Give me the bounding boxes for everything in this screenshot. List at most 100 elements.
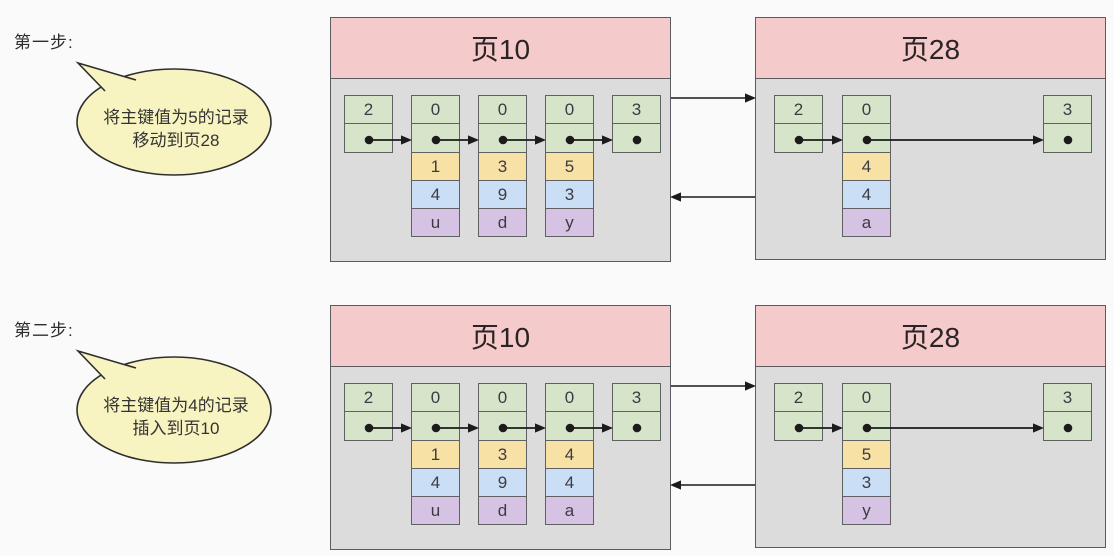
record-column-infimum: 2 bbox=[344, 95, 393, 153]
record-key-cell: 5 bbox=[545, 152, 594, 181]
record-pointer-cell bbox=[545, 411, 594, 441]
record-char-cell: d bbox=[478, 208, 527, 237]
record-key-cell: 4 bbox=[545, 440, 594, 469]
record-value-cell: 4 bbox=[842, 180, 891, 209]
step-2-label: 第二步: bbox=[14, 321, 74, 340]
speech-bubble-ellipse bbox=[76, 68, 272, 176]
record-pointer-cell bbox=[842, 123, 891, 153]
record-type-cell: 3 bbox=[612, 383, 661, 412]
record-char-cell: u bbox=[411, 496, 460, 525]
record-pointer-cell bbox=[612, 411, 661, 441]
record-pointer-cell bbox=[774, 123, 823, 153]
record-type-cell: 0 bbox=[842, 95, 891, 124]
record-type-cell: 0 bbox=[411, 383, 460, 412]
record-type-cell: 3 bbox=[1043, 383, 1092, 412]
record-pointer-cell bbox=[344, 123, 393, 153]
record-type-cell: 2 bbox=[774, 95, 823, 124]
record-pointer-cell bbox=[842, 411, 891, 441]
record-type-cell: 0 bbox=[478, 383, 527, 412]
record-pointer-cell bbox=[1043, 123, 1092, 153]
record-char-cell: y bbox=[545, 208, 594, 237]
record-pointer-cell bbox=[612, 123, 661, 153]
speech-bubble-ellipse bbox=[76, 356, 272, 464]
record-type-cell: 0 bbox=[545, 383, 594, 412]
record-key-cell: 3 bbox=[478, 440, 527, 469]
bubble-text-line1: 将主键值为5的记录 bbox=[103, 108, 249, 127]
record-pointer-cell bbox=[774, 411, 823, 441]
page-header: 页28 bbox=[756, 18, 1105, 79]
record-char-cell: a bbox=[842, 208, 891, 237]
speech-bubble-tail bbox=[78, 351, 136, 379]
record-column-infimum: 2 bbox=[774, 383, 823, 441]
page-header: 页10 bbox=[331, 306, 670, 367]
record-type-cell: 2 bbox=[344, 95, 393, 124]
record-value-cell: 9 bbox=[478, 468, 527, 497]
record-key-cell: 5 bbox=[842, 440, 891, 469]
bubble-text-line2: 插入到页10 bbox=[132, 419, 220, 438]
step-1-label: 第一步: bbox=[14, 33, 74, 52]
record-pointer-cell bbox=[478, 123, 527, 153]
speech-bubble-text: 将主键值为4的记录 插入到页10 bbox=[78, 394, 274, 440]
record-pointer-cell bbox=[344, 411, 393, 441]
record-type-cell: 0 bbox=[478, 95, 527, 124]
record-type-cell: 2 bbox=[774, 383, 823, 412]
page-header: 页10 bbox=[331, 18, 670, 79]
record-char-cell: y bbox=[842, 496, 891, 525]
record-value-cell: 4 bbox=[545, 468, 594, 497]
page-title: 页28 bbox=[900, 322, 961, 353]
record-key-cell: 4 bbox=[842, 152, 891, 181]
bubble-text-line2: 移动到页28 bbox=[132, 131, 220, 150]
page-header: 页28 bbox=[756, 306, 1105, 367]
record-key-cell: 3 bbox=[478, 152, 527, 181]
record-column-supremum: 3 bbox=[612, 383, 661, 441]
record-column-supremum: 3 bbox=[1043, 95, 1092, 153]
record-pointer-cell bbox=[411, 123, 460, 153]
record-char-cell: a bbox=[545, 496, 594, 525]
record-column-infimum: 2 bbox=[344, 383, 393, 441]
record-pointer-cell bbox=[478, 411, 527, 441]
record-column-infimum: 2 bbox=[774, 95, 823, 153]
record-key-cell: 1 bbox=[411, 440, 460, 469]
record-pointer-cell bbox=[545, 123, 594, 153]
page-title: 页10 bbox=[470, 322, 531, 353]
prev-page-arrow-head bbox=[670, 192, 681, 202]
record-value-cell: 4 bbox=[411, 468, 460, 497]
page-title: 页10 bbox=[470, 34, 531, 65]
record-type-cell: 0 bbox=[842, 383, 891, 412]
prev-page-arrow-head bbox=[670, 480, 681, 490]
bubble-text-line1: 将主键值为4的记录 bbox=[103, 396, 249, 415]
speech-bubble bbox=[75, 61, 272, 176]
record-value-cell: 3 bbox=[545, 180, 594, 209]
record-value-cell: 3 bbox=[842, 468, 891, 497]
record-pointer-cell bbox=[1043, 411, 1092, 441]
record-key-cell: 1 bbox=[411, 152, 460, 181]
speech-bubble-text: 将主键值为5的记录 移动到页28 bbox=[78, 106, 274, 152]
speech-bubble-tail bbox=[78, 63, 136, 91]
record-value-cell: 9 bbox=[478, 180, 527, 209]
record-column-supremum: 3 bbox=[1043, 383, 1092, 441]
record-type-cell: 0 bbox=[545, 95, 594, 124]
record-pointer-cell bbox=[411, 411, 460, 441]
record-type-cell: 3 bbox=[612, 95, 661, 124]
record-value-cell: 4 bbox=[411, 180, 460, 209]
record-type-cell: 2 bbox=[344, 383, 393, 412]
record-char-cell: u bbox=[411, 208, 460, 237]
record-type-cell: 3 bbox=[1043, 95, 1092, 124]
page-title: 页28 bbox=[900, 34, 961, 65]
record-type-cell: 0 bbox=[411, 95, 460, 124]
